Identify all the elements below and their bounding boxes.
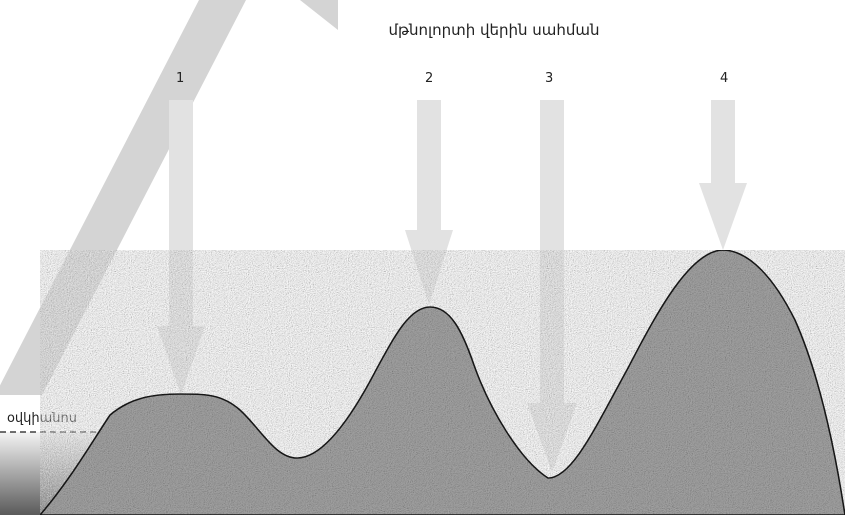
watermark-stroke bbox=[0, 0, 246, 395]
watermark-stroke bbox=[300, 0, 338, 30]
ocean-label: օվկիանոս bbox=[7, 411, 77, 426]
arrow-4: 4 bbox=[699, 71, 747, 250]
title: մթնոլորտի վերին սահման bbox=[388, 21, 599, 39]
arrow-3-label: 3 bbox=[545, 71, 553, 86]
arrow-2: 2 bbox=[405, 71, 453, 305]
arrow-4-shape bbox=[699, 100, 747, 250]
arrow-3-shape bbox=[527, 100, 577, 472]
arrow-3: 3 bbox=[527, 71, 577, 472]
arrow-4-label: 4 bbox=[720, 71, 728, 86]
arrow-1: 1 bbox=[157, 71, 205, 395]
arrow-2-label: 2 bbox=[425, 71, 433, 86]
arrow-1-shape bbox=[157, 100, 205, 395]
terrain bbox=[39, 249, 846, 515]
arrow-1-label: 1 bbox=[176, 71, 184, 86]
arrow-2-shape bbox=[405, 100, 453, 305]
